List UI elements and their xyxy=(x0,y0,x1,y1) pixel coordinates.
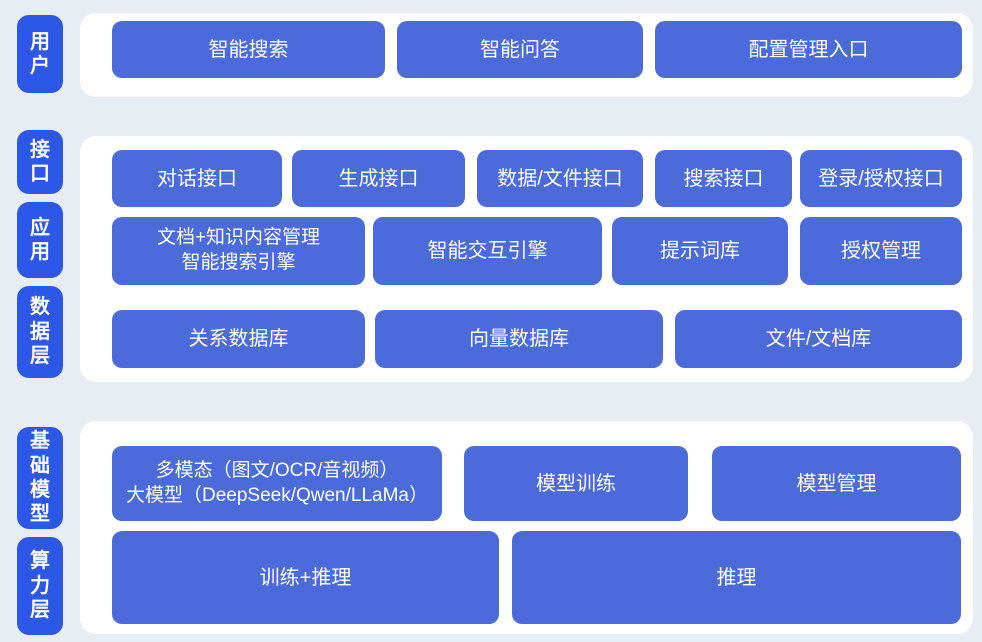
block-smart-qa: 智能问答 xyxy=(397,21,643,78)
block-dialog-api-label: 对话接口 xyxy=(157,167,237,190)
block-smart-search: 智能搜索 xyxy=(112,21,385,78)
block-training-plus-inference: 训练+推理 xyxy=(112,531,499,624)
block-generation-api-label: 生成接口 xyxy=(338,167,419,190)
block-file-doc-store-label: 文件/文档库 xyxy=(765,328,872,350)
block-login-auth-api-label: 登录/授权接口 xyxy=(818,167,944,190)
layer-label-application-text: 应用 xyxy=(30,216,50,263)
block-prompt-library: 提示词库 xyxy=(612,217,788,285)
block-search-api: 搜索接口 xyxy=(655,150,792,207)
layer-label-application: 应用 xyxy=(17,202,63,278)
block-relational-db: 关系数据库 xyxy=(112,310,365,368)
block-relational-db-label: 关系数据库 xyxy=(188,328,289,350)
block-doc-knowledge-line2: 智能搜索引擎 xyxy=(181,252,296,273)
block-vector-db: 向量数据库 xyxy=(375,310,663,368)
block-data-file-api-label: 数据/文件接口 xyxy=(497,167,623,190)
block-inference-label: 推理 xyxy=(716,566,757,589)
block-model-training: 模型训练 xyxy=(464,446,688,521)
block-interaction-engine-label: 智能交互引擎 xyxy=(427,240,548,262)
layer-label-data-layer-text: 数据层 xyxy=(30,296,50,368)
block-multimodal-llm: 多模态（图文/OCR/音视频） 大模型（DeepSeek/Qwen/LLaMa） xyxy=(112,446,442,521)
block-model-management: 模型管理 xyxy=(712,446,961,521)
layer-label-data-layer: 数据层 xyxy=(17,286,63,378)
layer-label-interface-text: 接口 xyxy=(30,138,50,185)
block-inference: 推理 xyxy=(512,531,961,624)
block-generation-api: 生成接口 xyxy=(292,150,465,207)
layer-label-user-text: 用户 xyxy=(30,30,50,77)
block-interaction-engine: 智能交互引擎 xyxy=(373,217,602,285)
layer-label-compute-layer: 算力层 xyxy=(17,537,63,635)
layer-label-interface: 接口 xyxy=(17,130,63,194)
block-doc-knowledge-line1: 文档+知识内容管理 xyxy=(156,227,321,249)
block-search-api-label: 搜索接口 xyxy=(683,167,764,190)
block-config-management-entry-label: 配置管理入口 xyxy=(748,38,869,61)
layer-label-foundation-model: 基础模型 xyxy=(17,427,63,529)
block-auth-management: 授权管理 xyxy=(800,217,962,285)
block-smart-search-label: 智能搜索 xyxy=(208,38,289,61)
block-auth-management-label: 授权管理 xyxy=(841,240,921,262)
layer-label-user: 用户 xyxy=(17,15,63,93)
layer-label-compute-layer-text: 算力层 xyxy=(30,550,50,622)
layer-label-foundation-model-text: 基础模型 xyxy=(30,430,50,526)
block-multimodal-llm-line2: 大模型（DeepSeek/Qwen/LLaMa） xyxy=(125,484,428,506)
block-vector-db-label: 向量数据库 xyxy=(469,328,569,350)
block-config-management-entry: 配置管理入口 xyxy=(655,21,962,78)
block-login-auth-api: 登录/授权接口 xyxy=(800,150,962,207)
block-multimodal-llm-line1: 多模态（图文/OCR/音视频） xyxy=(155,459,399,481)
block-model-training-label: 模型训练 xyxy=(536,472,616,495)
block-doc-knowledge-search-engine: 文档+知识内容管理 智能搜索引擎 xyxy=(112,217,365,285)
block-smart-qa-label: 智能问答 xyxy=(480,38,560,61)
block-prompt-library-label: 提示词库 xyxy=(660,240,740,262)
block-training-plus-inference-label: 训练+推理 xyxy=(259,566,352,589)
block-data-file-api: 数据/文件接口 xyxy=(477,150,643,207)
block-file-doc-store: 文件/文档库 xyxy=(675,310,962,368)
block-dialog-api: 对话接口 xyxy=(112,150,282,207)
block-model-management-label: 模型管理 xyxy=(796,472,877,495)
